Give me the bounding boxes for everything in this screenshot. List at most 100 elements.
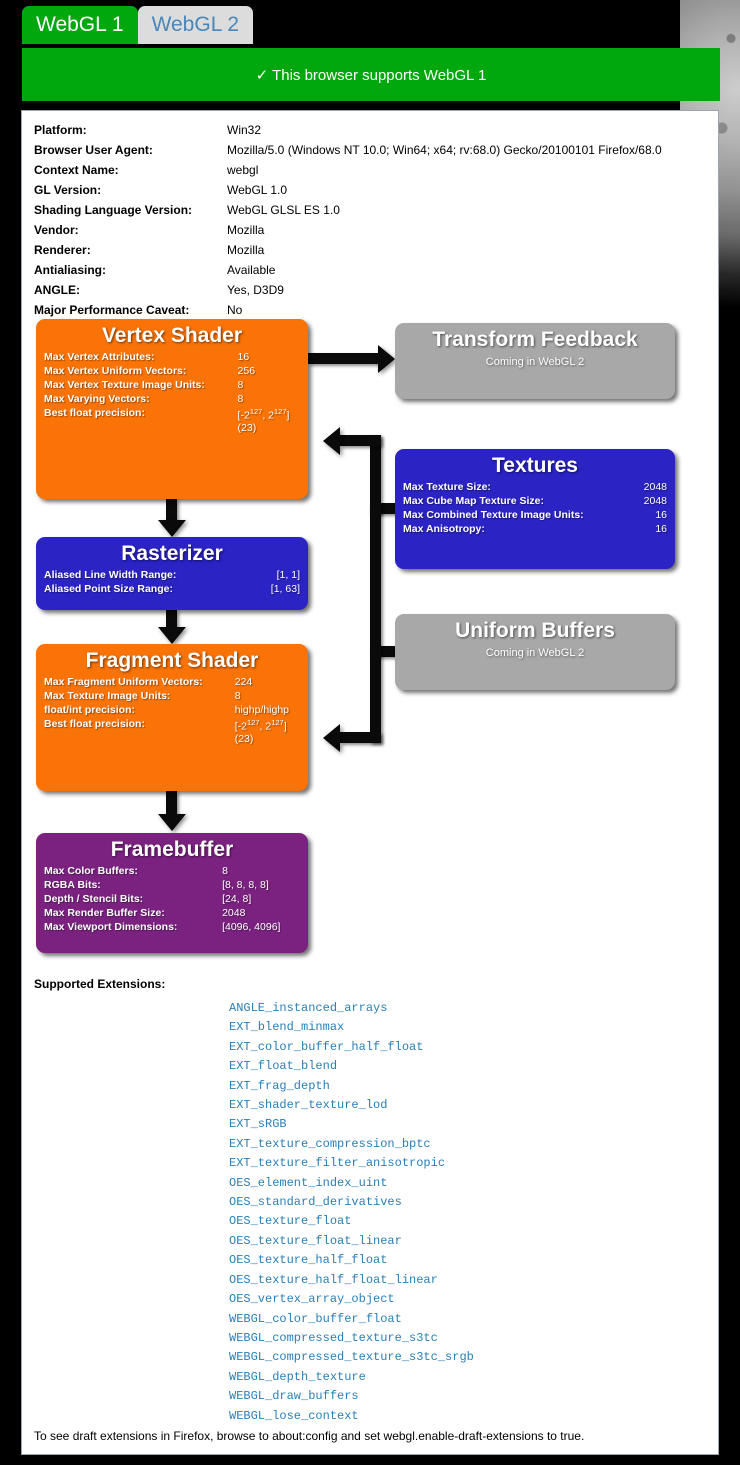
connector-to-vertex-in [340, 435, 381, 446]
node-textures: Textures Max Texture Size: 2048 Max Cube… [395, 449, 675, 569]
extension-item: OES_texture_float_linear [229, 1233, 402, 1248]
extension-item: OES_vertex_array_object [229, 1292, 395, 1307]
node-title: Rasterizer [121, 542, 223, 565]
stat-value: [1, 63] [270, 583, 300, 596]
info-key: ANGLE: [34, 283, 80, 297]
extension-item: EXT_sRGB [229, 1117, 287, 1132]
table-row: Max Vertex Attributes: 16 [44, 350, 300, 364]
extension-item: WEBGL_lose_context [229, 1408, 359, 1423]
info-key: Shading Language Version: [34, 203, 193, 217]
stat-key: float/int precision: [44, 704, 136, 717]
connector-fragment-to-framebuffer [166, 791, 177, 816]
info-key: Platform: [34, 123, 87, 137]
table-row: Browser User Agent: Mozilla/5.0 (Windows… [34, 143, 694, 163]
stat-value: 16 [237, 351, 250, 364]
table-row: Max Varying Vectors: 8 [44, 392, 300, 406]
connector-to-fragment-in [340, 732, 381, 743]
extension-item: OES_texture_float [229, 1214, 352, 1229]
node-subtitle: Coming in WebGL 2 [485, 356, 585, 369]
node-title: Transform Feedback [432, 328, 638, 351]
node-title: Vertex Shader [101, 324, 243, 347]
stat-key: Max Fragment Uniform Vectors: [44, 676, 203, 689]
node-title: Uniform Buffers [455, 619, 615, 642]
stat-value: 256 [237, 365, 256, 378]
connector-vertex-to-transform [308, 353, 380, 364]
stat-key: Max Varying Vectors: [44, 393, 150, 406]
stat-key: Max Cube Map Texture Size: [403, 495, 545, 508]
info-key: Context Name: [34, 163, 119, 177]
stat-key: Aliased Line Width Range: [44, 569, 177, 582]
tab-webgl-1[interactable]: WebGL 1 [22, 6, 138, 44]
extension-item: EXT_texture_compression_bptc [229, 1136, 431, 1151]
connector-uniform-stub [370, 646, 398, 657]
node-framebuffer: Framebuffer Max Color Buffers: 8 RGBA Bi… [36, 833, 308, 953]
stat-value: [4096, 4096] [222, 921, 281, 934]
info-value: Mozilla [227, 223, 265, 237]
table-row: Vendor: Mozilla [34, 223, 694, 243]
info-key: Antialiasing: [34, 263, 107, 277]
table-row: Max Cube Map Texture Size: 2048 [403, 494, 667, 508]
info-key: Browser User Agent: [34, 143, 153, 157]
table-row: Max Color Buffers: 8 [44, 864, 300, 878]
webgl-support-banner: ✓ This browser supports WebGL 1 [22, 48, 720, 101]
info-value: Mozilla/5.0 (Windows NT 10.0; Win64; x64… [227, 143, 662, 157]
info-key: Renderer: [34, 243, 91, 257]
stat-key: Max Vertex Uniform Vectors: [44, 365, 187, 378]
arrow-head-down-rasterizer [157, 520, 186, 537]
pipeline-diagram: Vertex Shader Max Vertex Attributes: 16 … [22, 309, 718, 954]
extension-item: EXT_blend_minmax [229, 1020, 345, 1035]
stat-value: [1, 1] [276, 569, 300, 582]
extension-item: WEBGL_compressed_texture_s3tc_srgb [229, 1350, 474, 1365]
node-title: Framebuffer [110, 838, 234, 861]
table-row: GL Version: WebGL 1.0 [34, 183, 694, 203]
support-banner-text: ✓ This browser supports WebGL 1 [255, 66, 487, 84]
stat-value: 224 [234, 676, 253, 689]
node-vertex-shader: Vertex Shader Max Vertex Attributes: 16 … [36, 319, 308, 499]
table-row: Shading Language Version: WebGL GLSL ES … [34, 203, 694, 223]
extensions-label: Supported Extensions: [34, 977, 166, 991]
table-row: Major Performance Caveat: No [34, 303, 694, 323]
tab-webgl-2[interactable]: WebGL 2 [137, 6, 254, 44]
stat-key: Best float precision: [44, 407, 145, 420]
stat-value-precision: [-2127, 2127](23) [234, 718, 287, 745]
table-row: Max Texture Size: 2048 [403, 480, 667, 494]
info-value: No [227, 303, 243, 317]
stat-key: Max Texture Image Units: [44, 690, 171, 703]
table-row: Aliased Line Width Range: [1, 1] [44, 568, 300, 582]
stat-value: 16 [655, 523, 667, 536]
connector-rasterizer-to-fragment [166, 610, 177, 630]
table-row: Max Combined Texture Image Units: 16 [403, 508, 667, 522]
info-key: GL Version: [34, 183, 102, 197]
info-value: webgl [227, 163, 259, 177]
arrow-head-left-vertex [323, 426, 340, 455]
connector-textures-spine [370, 435, 381, 514]
table-row: Max Texture Image Units: 8 [44, 689, 300, 703]
stat-key: Max Render Buffer Size: [44, 907, 165, 920]
extension-item: ANGLE_instanced_arrays [229, 1001, 388, 1015]
info-value: Win32 [227, 123, 262, 137]
stat-key: Max Vertex Attributes: [44, 351, 155, 364]
node-title: Fragment Shader [85, 649, 259, 672]
info-value: WebGL GLSL ES 1.0 [227, 203, 340, 217]
info-key: Major Performance Caveat: [34, 303, 190, 317]
stat-value-precision: [-2127, 2127](23) [237, 407, 290, 434]
extension-item: EXT_color_buffer_half_float [229, 1039, 424, 1054]
stat-key: Max Color Buffers: [44, 865, 138, 878]
table-row: Context Name: webgl [34, 163, 694, 183]
stat-value: 16 [655, 509, 667, 522]
connector-right-spine [370, 503, 381, 743]
stat-value: [8, 8, 8, 8] [222, 879, 269, 892]
stat-key: Depth / Stencil Bits: [44, 893, 144, 906]
stat-value: [24, 8] [222, 893, 252, 906]
stat-key: Max Combined Texture Image Units: [403, 509, 584, 522]
stat-value: 8 [237, 393, 244, 406]
table-row: Antialiasing: Available [34, 263, 694, 283]
table-row: ANGLE: Yes, D3D9 [34, 283, 694, 303]
table-row: Best float precision: [-2127, 2127](23) [44, 717, 300, 746]
extension-item: EXT_frag_depth [229, 1078, 330, 1093]
report-page: Platform: Win32 Browser User Agent: Mozi… [21, 110, 719, 1455]
node-transform-feedback: Transform Feedback Coming in WebGL 2 [395, 323, 675, 399]
stat-key: Max Texture Size: [403, 481, 491, 494]
